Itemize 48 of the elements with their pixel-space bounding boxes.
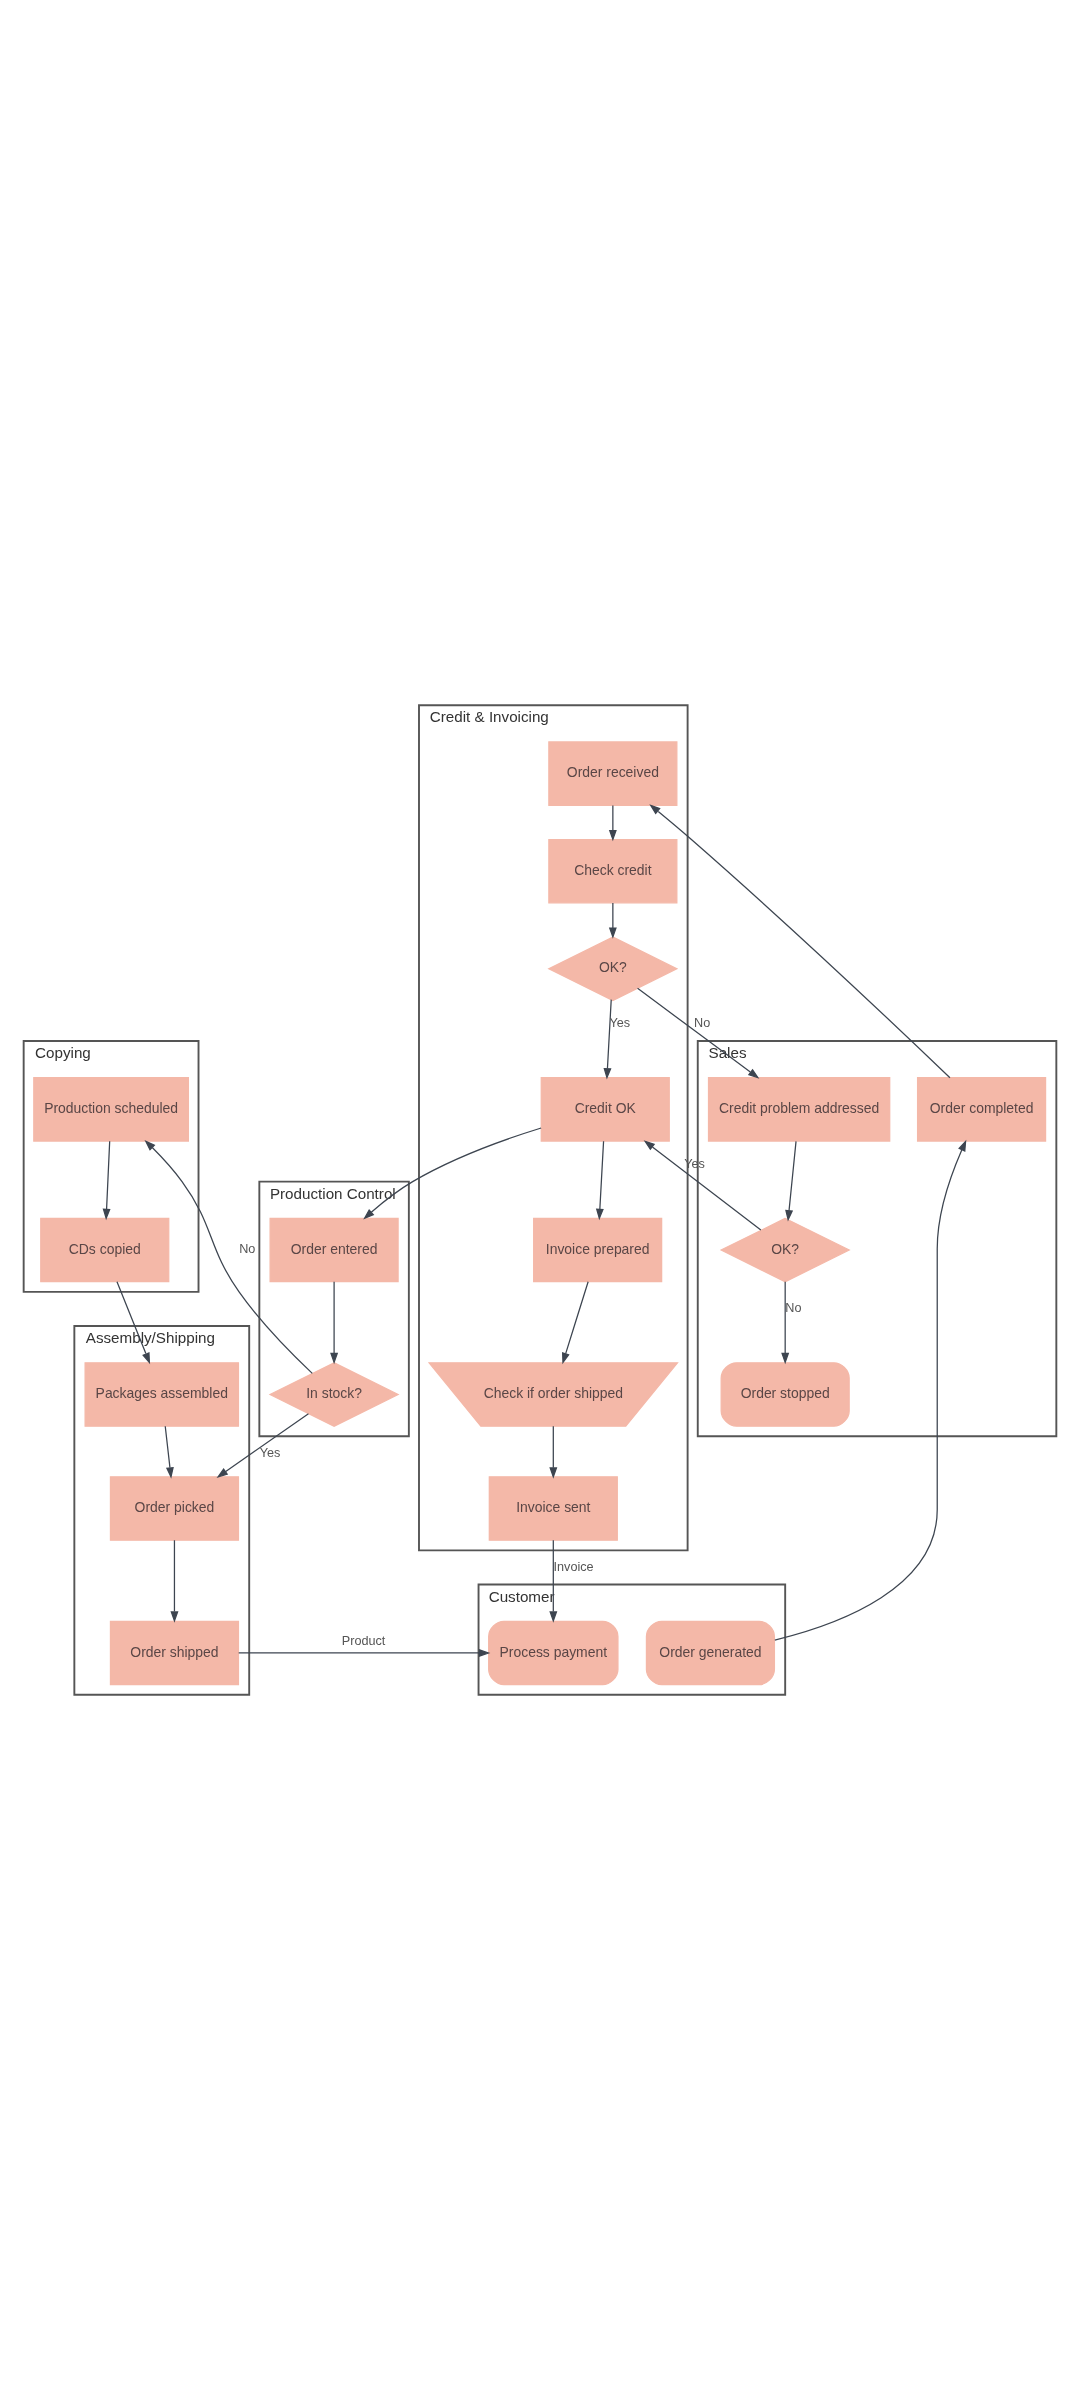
edge-label: No [239,1242,256,1257]
arrow [144,1139,313,1374]
arrow [170,1539,179,1623]
node-box: Process payment [488,1620,619,1686]
arrow [643,1140,762,1231]
arrow [216,1413,310,1478]
edge-label: Product [341,1634,386,1649]
node-box: Invoice sent [488,1476,618,1541]
arrow [774,1139,967,1641]
node-box: Order picked [109,1476,240,1541]
edge-label: No [785,1301,802,1316]
node-box: Check credit [548,838,678,904]
node-diamond: OK? [719,1217,851,1283]
node-box: Credit OK [540,1077,670,1142]
node-box: Order generated [645,1620,776,1686]
arrow [649,804,951,1079]
edge-label: No [694,1016,711,1031]
node-box: Order stopped [720,1362,850,1427]
arrow [330,1281,339,1365]
node-box: Order shipped [109,1620,240,1686]
node-diamond: In stock? [268,1362,400,1427]
arrow [363,1127,542,1220]
arrow [781,1281,790,1365]
arrow [164,1425,174,1479]
edge-label: Yes [259,1445,281,1460]
arrow [549,1539,558,1623]
arrow [608,902,617,939]
node-box: Order entered [269,1217,399,1283]
arrow [102,1140,111,1221]
node-box: Credit problem addressed [707,1077,891,1142]
arrow [238,1649,491,1657]
arrow [549,1425,558,1479]
arrow [603,999,612,1080]
node-box: Order completed [916,1077,1047,1142]
arrow [561,1281,589,1365]
arrow [636,987,760,1079]
arrow [116,1281,151,1365]
node-box: Invoice prepared [533,1217,663,1283]
arrow [785,1140,797,1222]
arrow [608,804,617,842]
node-box: Production scheduled [33,1077,190,1142]
edge-label: Yes [609,1016,631,1031]
node-box: CDs copied [40,1217,170,1283]
edge-label: Invoice [553,1559,594,1574]
arrow [595,1140,605,1221]
node-box: Packages assembled [84,1362,240,1427]
node-diamond: OK? [547,936,679,1002]
node-box: Order received [548,741,678,806]
